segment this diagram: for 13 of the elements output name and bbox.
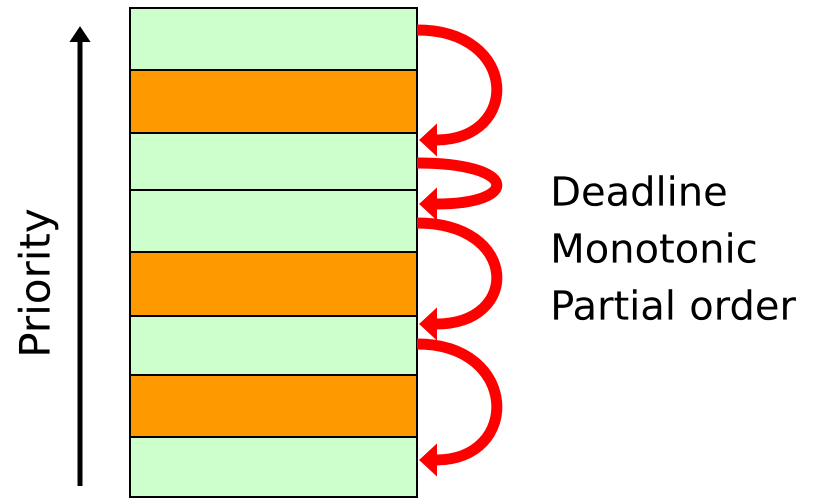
- priority-band: [129, 251, 418, 317]
- priority-band: [129, 436, 418, 498]
- curved-arrow: [416, 158, 502, 221]
- priority-band: [129, 315, 418, 376]
- priority-band: [129, 7, 418, 71]
- priority-band: [129, 132, 418, 191]
- annotation-text: Deadline Monotonic Partial order: [554, 175, 796, 320]
- priority-band: [129, 189, 418, 253]
- curved-arrow: [416, 218, 502, 341]
- priority-band: [129, 69, 418, 134]
- curved-arrow: [416, 24, 502, 157]
- axis-label: Priority: [18, 209, 58, 354]
- priority-band: [129, 374, 418, 438]
